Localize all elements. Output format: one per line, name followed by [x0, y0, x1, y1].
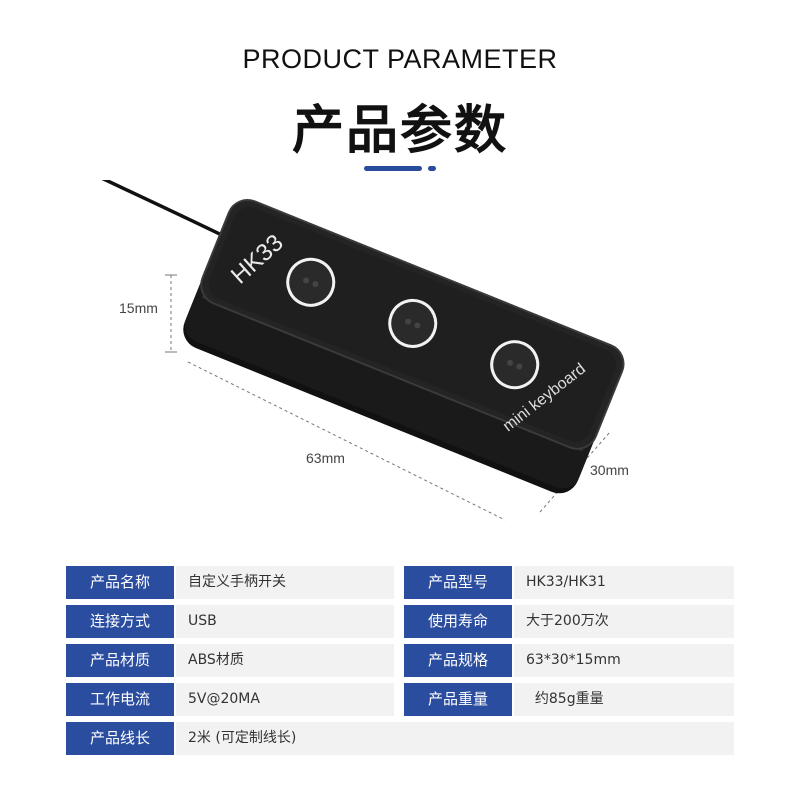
usb-cable: [101, 180, 233, 242]
spec-label: 使用寿命: [404, 605, 512, 638]
key-button-2: [388, 298, 438, 348]
spec-value: 5V@20MA: [176, 683, 394, 716]
device-body: [183, 199, 625, 494]
spec-value: HK33/HK31: [514, 566, 734, 599]
spec-label: 产品材质: [66, 644, 174, 677]
product-illustration: HK33 mini keyboard: [101, 180, 625, 521]
spec-value: 63*30*15mm: [514, 644, 734, 677]
page-title-chinese: 产品参数: [291, 101, 508, 161]
spec-value: 自定义手柄开关: [176, 566, 394, 599]
height-dimension-line: [165, 274, 177, 353]
height-dimension-label: 15mm: [119, 300, 158, 316]
spec-label: 产品型号: [404, 566, 512, 599]
spec-label: 工作电流: [66, 683, 174, 716]
spec-label: 产品线长: [66, 722, 174, 755]
title-underline-dot: [428, 166, 436, 171]
spec-label: 产品重量: [404, 683, 512, 716]
spec-value: 大于200万次: [514, 605, 734, 638]
spec-label: 产品名称: [66, 566, 174, 599]
page-title-english: PRODUCT PARAMETER: [242, 44, 558, 74]
spec-label: 连接方式: [66, 605, 174, 638]
width-dimension-label: 30mm: [590, 462, 629, 478]
length-dimension-line: [187, 361, 506, 521]
spec-value: USB: [176, 605, 394, 638]
spec-value: ABS材质: [176, 644, 394, 677]
spec-value: 2米 (可定制线长): [176, 722, 734, 755]
length-dimension-label: 63mm: [306, 450, 345, 466]
title-underline: [364, 166, 422, 171]
key-button-1: [286, 257, 336, 307]
spec-value: 约85g重量: [514, 683, 734, 716]
spec-label: 产品规格: [404, 644, 512, 677]
key-button-3: [490, 340, 540, 390]
